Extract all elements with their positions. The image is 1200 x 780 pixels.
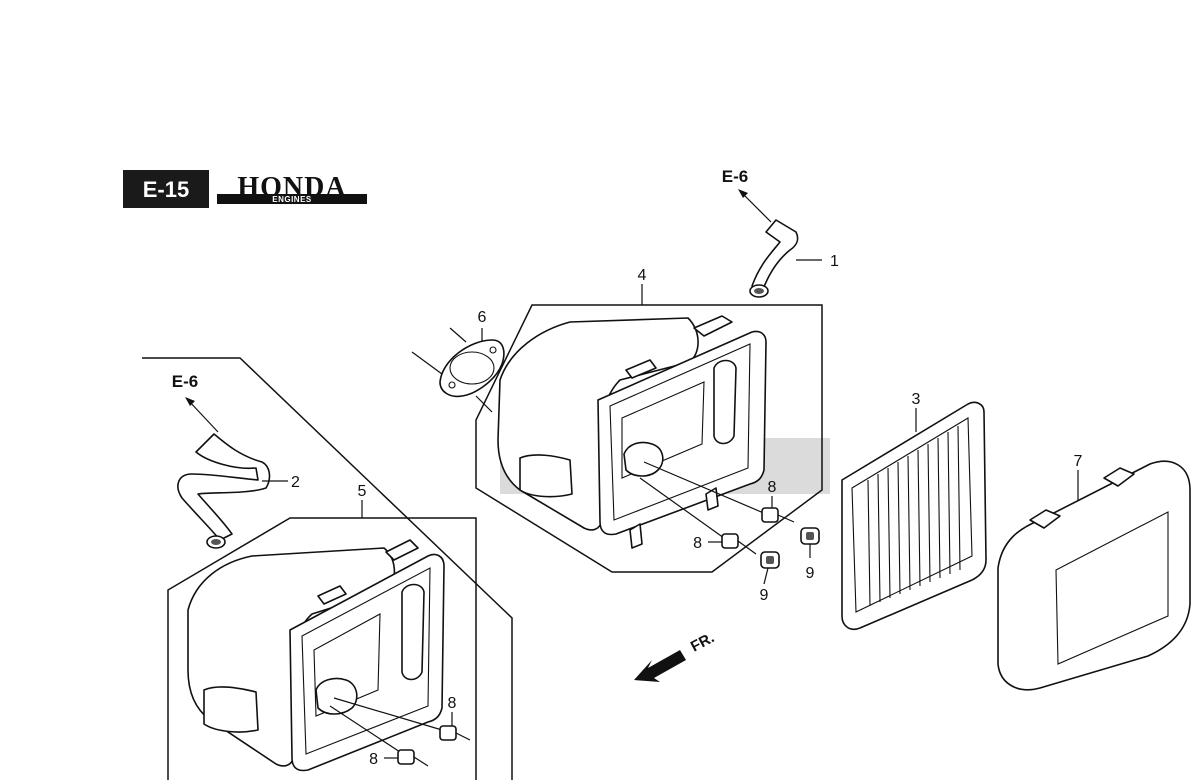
collar-left-upper [333,697,471,741]
collar-main-upper [643,461,795,523]
callout-4-label: 4 [638,267,647,284]
callout-8-left-upper: 8 [448,695,457,726]
callout-5: 5 [358,483,367,518]
reference-arrow-left: E-6 [172,372,219,433]
breather-hose-upper [749,219,799,298]
main-assembly-frame [475,304,823,573]
callout-6: 6 [411,309,493,413]
collar-left-lower [329,705,429,767]
collar-main-lower [639,477,757,555]
callout-7: 7 [1074,453,1083,500]
callout-2-label: 2 [291,474,300,491]
callout-2: 2 [262,474,300,491]
callout-8a-label: 8 [768,479,777,496]
left-assembly-frame [142,357,513,780]
reference-arrow-upper: E-6 [722,167,772,223]
callout-9-right: 9 [806,544,815,582]
section-badge: E-15 [123,170,209,208]
callout-6-label: 6 [478,309,487,326]
front-direction-label: FR. [688,629,717,655]
callout-8-left-lower: 8 [369,751,398,768]
reference-label-upper: E-6 [722,167,748,186]
callout-8-main-lower: 8 [693,535,722,552]
callout-8b-label: 8 [693,535,702,552]
honda-engines-logo: HONDA ENGINES [217,172,367,204]
air-cleaner-cover [997,460,1191,691]
front-direction-arrow: FR. [634,629,717,682]
callout-3: 3 [912,391,921,432]
callout-9-lower: 9 [760,567,769,604]
air-cleaner-case-left [187,539,445,772]
nut-lower [760,551,780,569]
reference-label-left: E-6 [172,372,198,391]
brand-sub: ENGINES [272,195,312,204]
filter-element [841,401,987,631]
filter-pleats [867,425,961,607]
callout-9a-label: 9 [806,565,815,582]
callout-1-label: 1 [830,253,839,270]
callout-9b-label: 9 [760,587,769,604]
callout-8c-label: 8 [448,695,457,712]
breather-hose-left [177,433,271,549]
callout-5-label: 5 [358,483,367,500]
callout-1: 1 [796,253,839,270]
callout-4: 4 [638,267,647,305]
nut-right [800,527,820,545]
section-badge-label: E-15 [143,177,189,202]
callout-3-label: 3 [912,391,921,408]
gasket [439,339,505,398]
air-cleaner-case-main [497,315,767,549]
callout-7-label: 7 [1074,453,1083,470]
callout-8d-label: 8 [369,751,378,768]
callout-8-main-upper: 8 [768,479,777,508]
